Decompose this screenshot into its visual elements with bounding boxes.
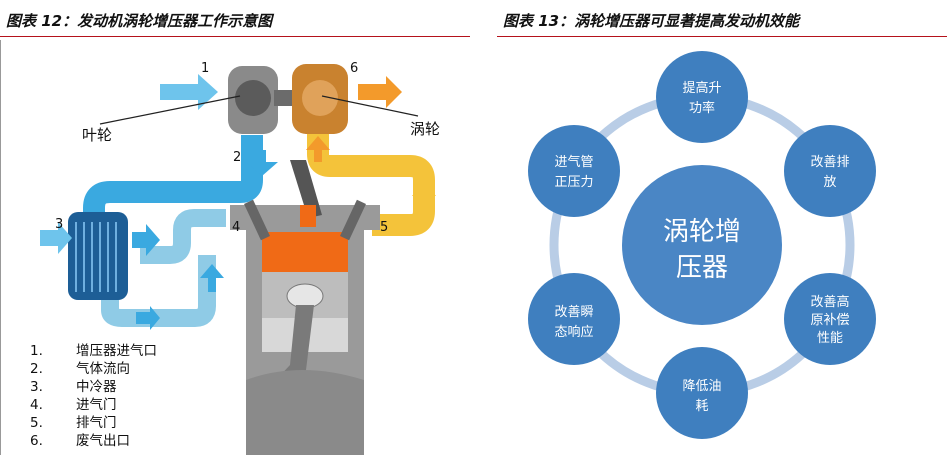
caption-rule xyxy=(497,36,947,37)
crankcase xyxy=(246,370,364,455)
flow-up-arrow-left xyxy=(200,264,224,292)
svg-text:正压力: 正压力 xyxy=(554,175,593,190)
spark-plug-base xyxy=(300,205,316,227)
exhaust-up-arrow-2 xyxy=(412,182,436,210)
svg-text:耗: 耗 xyxy=(695,399,708,414)
flow-down-arrow xyxy=(246,150,278,176)
intake-valve xyxy=(244,199,270,241)
node-intake-pressure: 进气管 正压力 xyxy=(528,125,620,217)
center-label-line2: 压器 xyxy=(676,253,728,283)
turbo-diagram: 1 2 3 4 5 6 叶轮 涡轮 xyxy=(40,61,440,455)
piston-pin xyxy=(286,283,324,309)
intake-arrow xyxy=(160,74,218,110)
svg-text:功率: 功率 xyxy=(689,100,715,116)
turbo-shaft xyxy=(274,90,296,106)
label-3: 3 xyxy=(55,217,63,232)
svg-text:降低油: 降低油 xyxy=(682,379,721,394)
svg-text:改善高: 改善高 xyxy=(810,294,849,310)
caption-rule xyxy=(0,36,470,37)
flow-right-arrow xyxy=(136,306,160,330)
label-4: 4 xyxy=(232,220,240,235)
figure-13-caption: 图表 13：涡轮增压器可显著提高发动机效能 xyxy=(503,12,800,30)
svg-text:改善排: 改善排 xyxy=(810,154,849,170)
legend-item: 2.气体流向 xyxy=(30,361,130,377)
impeller-leader xyxy=(99,95,241,125)
node-transient-response: 改善瞬 态响应 xyxy=(528,273,620,365)
left-panel: 图表 12：发动机涡轮增压器工作示意图 xyxy=(0,0,470,455)
exhaust-valve xyxy=(340,199,366,241)
figure-12-caption: 图表 12：发动机涡轮增压器工作示意图 xyxy=(6,12,273,30)
legend-item: 1.增压器进气口 xyxy=(30,343,157,359)
intercooler-out-arrow xyxy=(132,224,160,256)
node-boost-power: 提高升 功率 xyxy=(656,51,748,143)
legend-item: 3.中冷器 xyxy=(30,379,117,395)
svg-text:改善瞬: 改善瞬 xyxy=(554,304,593,320)
svg-text:放: 放 xyxy=(823,175,836,190)
right-panel: 图表 13：涡轮增压器可显著提高发动机效能 涡轮增 压器 提高升 功率 改善排 … xyxy=(497,0,947,455)
node-altitude-compensation: 改善高 原补偿 性能 xyxy=(784,273,876,365)
spark-plug xyxy=(290,160,322,218)
label-5: 5 xyxy=(380,220,388,235)
exhaust-out-arrow xyxy=(358,76,402,108)
label-1: 1 xyxy=(201,61,209,76)
center-label-line1: 涡轮增 xyxy=(663,217,741,247)
turbine-wheel xyxy=(302,80,338,116)
legend-item: 6.废气出口 xyxy=(30,433,130,449)
svg-text:态响应: 态响应 xyxy=(554,324,593,340)
turbine-leader xyxy=(321,95,419,117)
intake-pipe xyxy=(83,135,263,219)
compressor-wheel xyxy=(235,80,271,116)
connecting-rod xyxy=(262,305,314,405)
intercooler-fins xyxy=(75,222,117,292)
svg-text:性能: 性能 xyxy=(817,331,843,346)
node-improve-emissions: 改善排 放 xyxy=(784,125,876,217)
svg-text:提高升: 提高升 xyxy=(682,80,721,96)
exhaust-pipe xyxy=(307,130,435,236)
svg-text:进气管: 进气管 xyxy=(554,154,593,170)
combustion-chamber xyxy=(262,232,348,272)
label-2: 2 xyxy=(233,150,241,165)
exhaust-up-arrow xyxy=(306,136,330,162)
center-circle xyxy=(622,165,782,325)
cooled-pipe xyxy=(140,209,226,264)
panel-border xyxy=(0,40,1,455)
legend: 1.增压器进气口 2.气体流向 3.中冷器 4.进气门 5.排气门 6.废气出口 xyxy=(30,342,157,450)
svg-text:原补偿: 原补偿 xyxy=(810,313,849,328)
intercooler-in-arrow xyxy=(40,222,72,254)
legend-item: 4.进气门 xyxy=(30,397,117,413)
turbine-label: 涡轮 xyxy=(410,120,440,138)
legend-item: 5.排气门 xyxy=(30,415,117,431)
label-6: 6 xyxy=(350,61,358,76)
impeller-label: 叶轮 xyxy=(82,126,112,144)
benefits-diagram: 涡轮增 压器 提高升 功率 改善排 放 改善高 原补偿 性能 降低油 耗 改善瞬… xyxy=(528,51,876,439)
node-reduce-fuel: 降低油 耗 xyxy=(656,347,748,439)
